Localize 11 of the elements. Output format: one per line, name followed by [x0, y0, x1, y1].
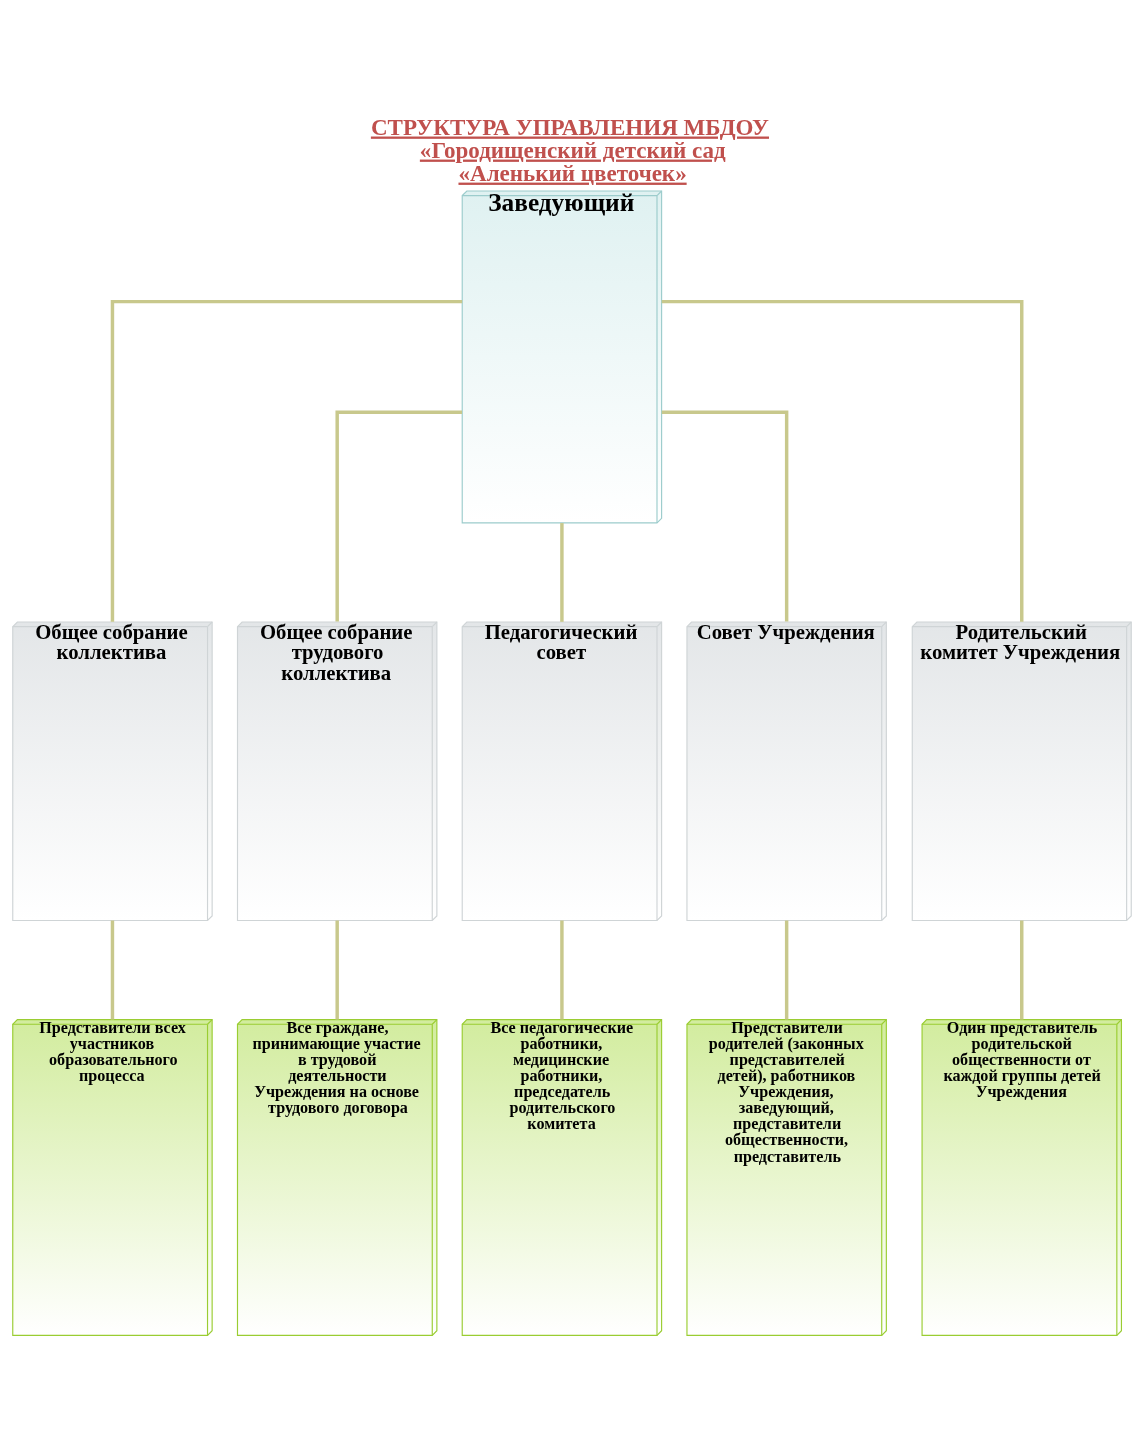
connector [110, 920, 115, 1020]
connector [661, 299, 1024, 622]
connector [784, 920, 789, 1020]
connector [560, 522, 564, 622]
connector [560, 920, 564, 1020]
connector [110, 299, 463, 622]
connector [1020, 920, 1024, 1020]
connector [335, 410, 463, 622]
connector [661, 410, 789, 622]
connector [335, 920, 339, 1020]
diagram-title: СТРУКТУРА УПРАВЛЕНИЯ МБДОУ «Городищенский детский сад «Аленький цветочек» [370, 113, 770, 186]
